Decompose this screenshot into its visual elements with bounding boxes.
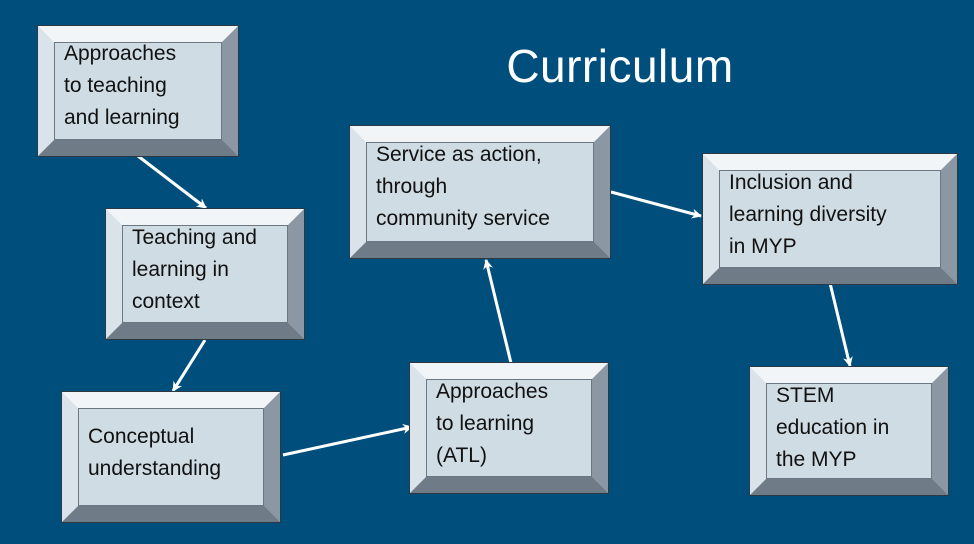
arrow-inclusion-to-stem (828, 282, 853, 367)
arrow-approaches-to-teaching-context (137, 154, 207, 210)
node-inclusion-learning-diversity: Inclusion and learning diversity in MYP (703, 154, 957, 284)
node-approaches-to-learning: Approaches to learning (ATL) (410, 363, 608, 493)
arrow-conceptual-to-atl (282, 424, 413, 457)
node-conceptual-understanding: Conceptual understanding (62, 392, 280, 522)
node-label: Approaches to teaching and learning (64, 42, 180, 129)
node-label: Teaching and learning in context (132, 226, 257, 313)
arrow-context-to-conceptual (171, 339, 207, 392)
node-label: Approaches to learning (ATL) (436, 380, 549, 467)
node-label: Conceptual understanding (88, 425, 222, 480)
node-label: Service as action, through community ser… (376, 143, 550, 230)
node-label: Inclusion and learning diversity in MYP (729, 171, 887, 258)
node-service-as-action: Service as action, through community ser… (350, 126, 610, 258)
node-teaching-learning-context: Teaching and learning in context (106, 209, 304, 339)
arrow-service-to-inclusion (610, 190, 702, 219)
node-stem-education: STEM education in the MYP (750, 367, 948, 495)
diagram-title: Curriculum (506, 40, 734, 92)
node-label: STEM education in the MYP (776, 384, 890, 471)
node-approaches-teaching-learning: Approaches to teaching and learning (38, 26, 238, 156)
arrow-atl-to-service (483, 259, 513, 364)
